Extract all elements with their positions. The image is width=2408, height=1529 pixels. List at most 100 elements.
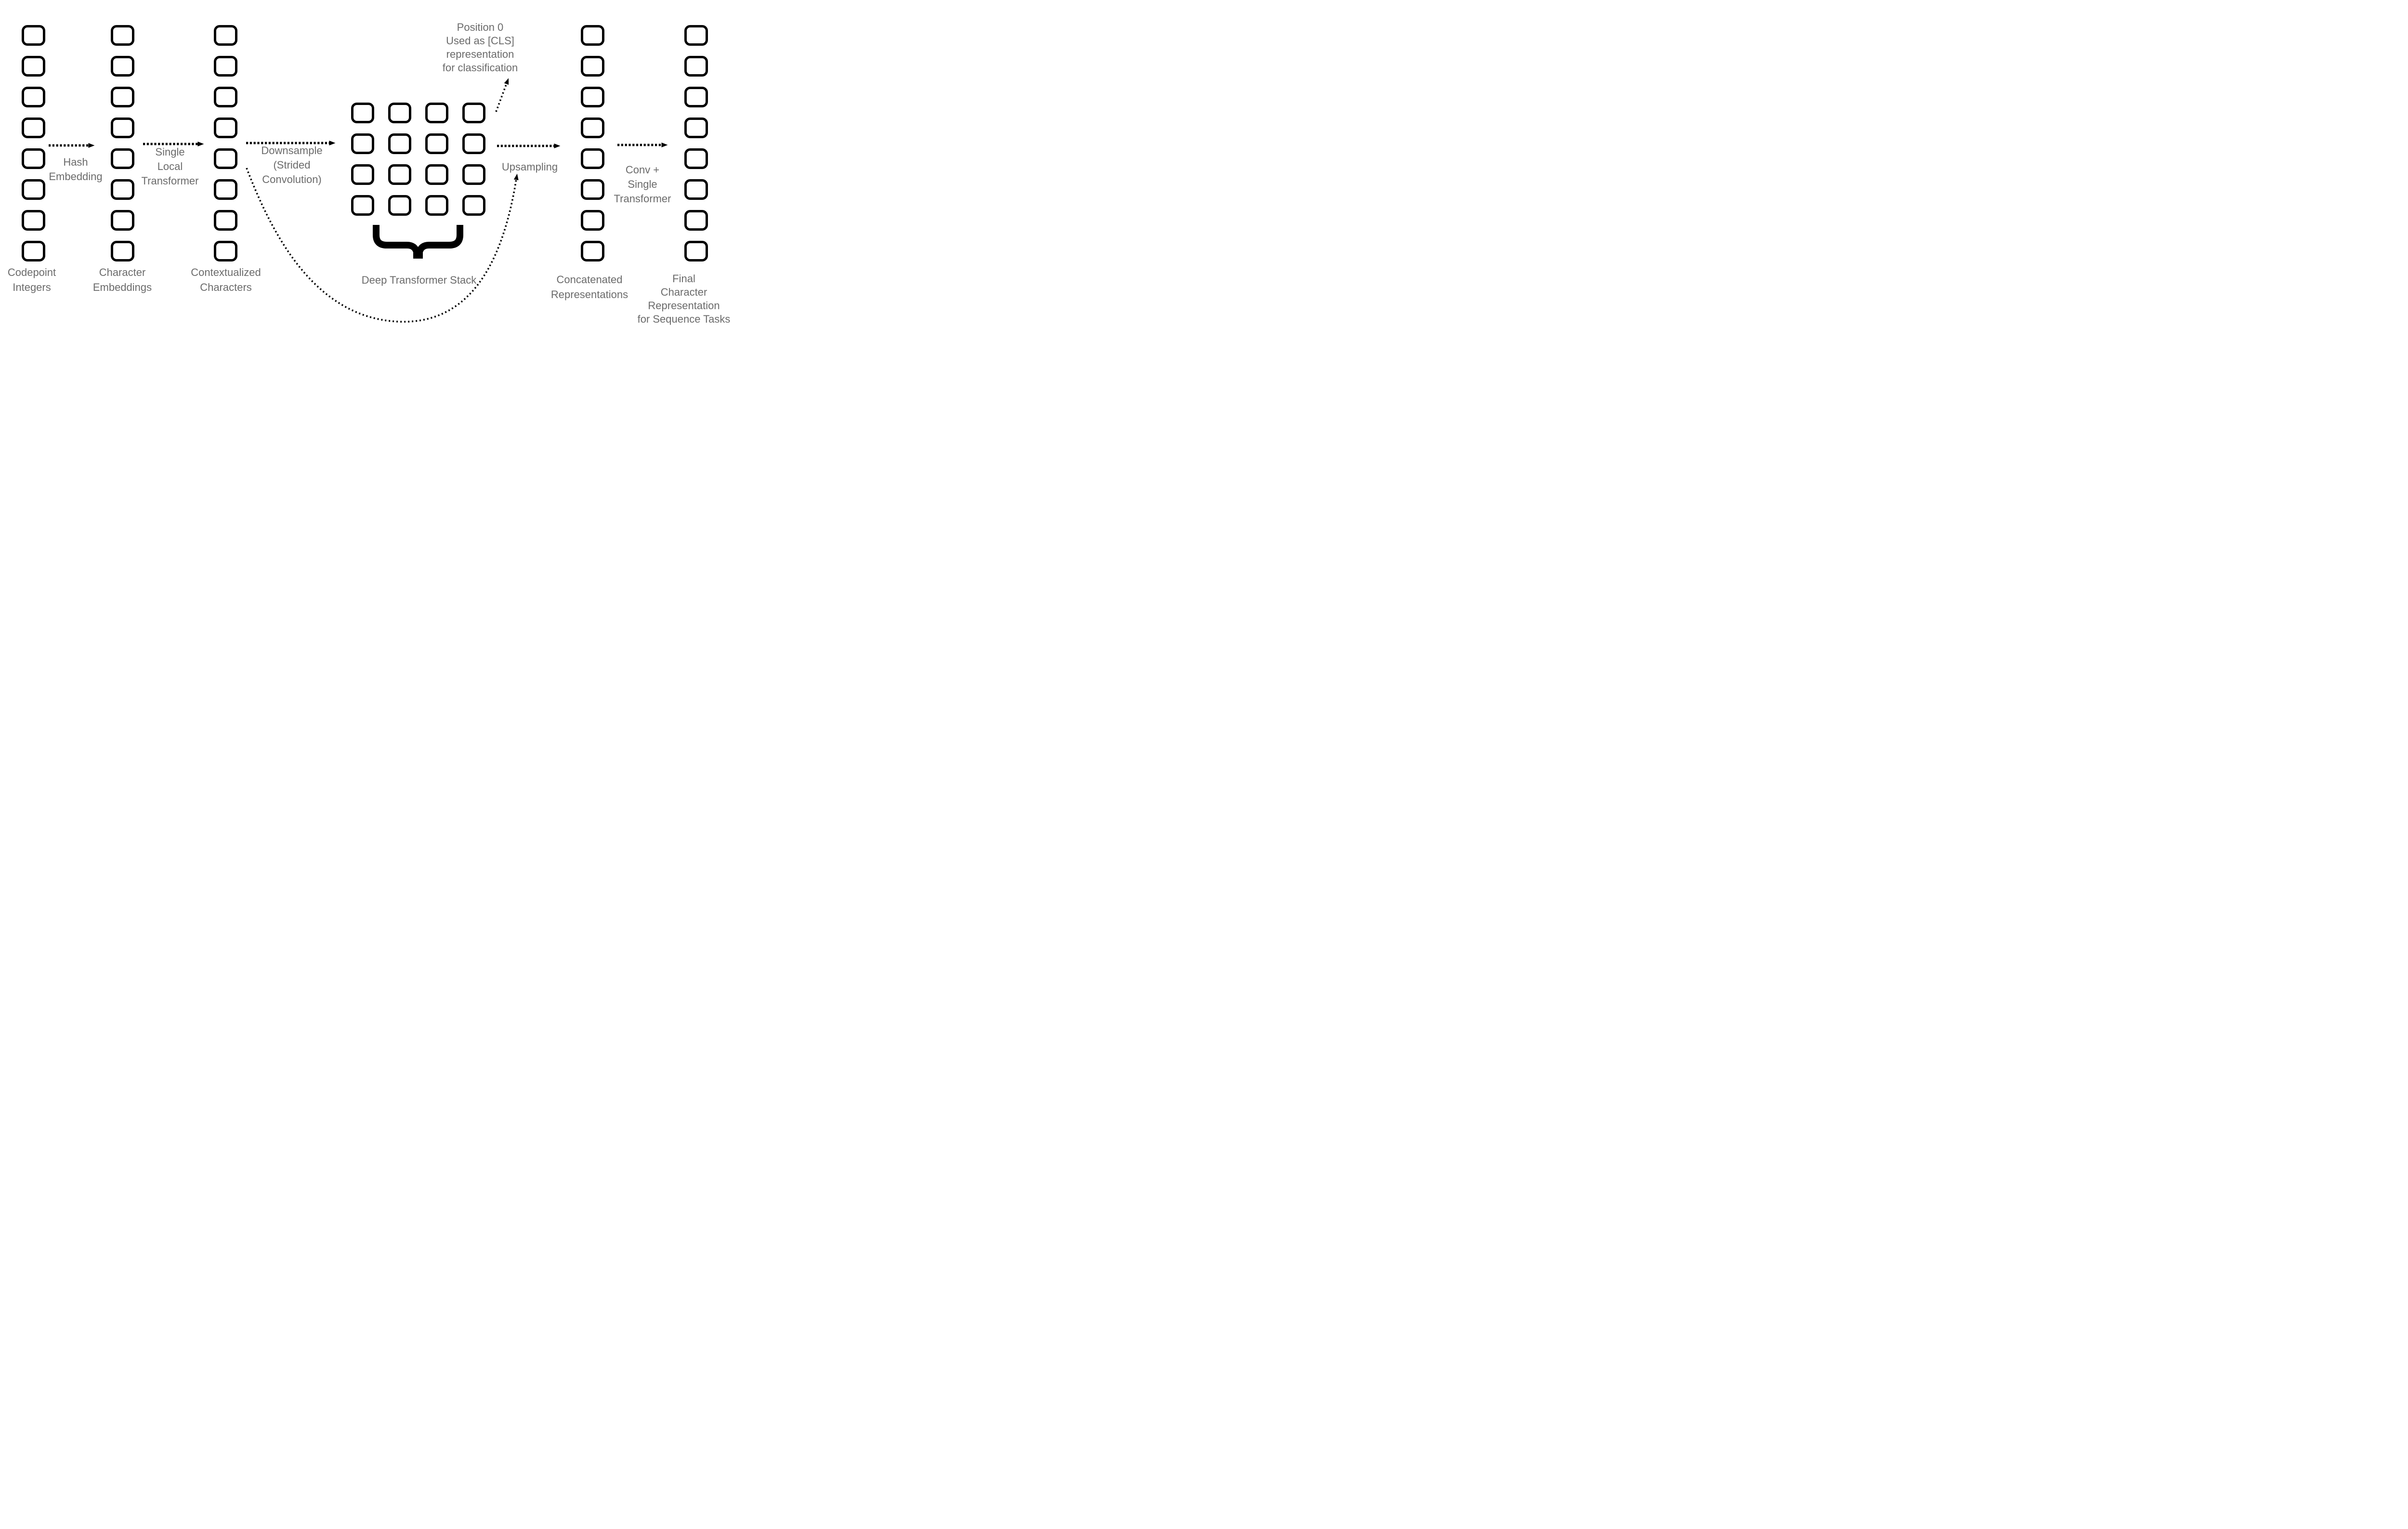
label-line: Character <box>99 266 146 278</box>
representation-box <box>684 87 708 107</box>
column-final-character-representation <box>684 25 708 261</box>
label-line: Hash <box>63 156 88 168</box>
column-codepoint-integers <box>22 25 45 261</box>
representation-box <box>351 103 374 123</box>
representation-box <box>214 210 237 231</box>
representation-box <box>22 179 45 200</box>
label-line: Transformer <box>141 175 199 187</box>
label-line: Characters <box>200 281 252 293</box>
label-line: Upsampling <box>501 161 558 173</box>
representation-box <box>111 118 134 138</box>
column-concatenated-representations <box>581 25 604 261</box>
representation-box <box>684 25 708 46</box>
label-line: Integers <box>13 281 51 293</box>
representation-box <box>388 103 411 123</box>
representation-box <box>462 195 485 216</box>
representation-box <box>462 133 485 154</box>
representation-box <box>214 241 237 261</box>
label-line: for classification <box>442 62 518 74</box>
label-line: Concatenated <box>556 274 623 286</box>
representation-box <box>425 164 448 185</box>
representation-box <box>22 210 45 231</box>
label-line: Downsample <box>261 144 323 157</box>
representation-box <box>214 56 237 77</box>
representation-box <box>425 195 448 216</box>
representation-box <box>111 241 134 261</box>
representation-box <box>581 241 604 261</box>
upsampling-label: Upsampling <box>502 160 558 174</box>
representation-box <box>111 148 134 169</box>
label-line: Local <box>157 160 183 172</box>
representation-box <box>684 210 708 231</box>
representation-box <box>684 56 708 77</box>
label-line: Convolution) <box>262 173 322 185</box>
representation-box <box>684 179 708 200</box>
representation-box <box>22 241 45 261</box>
representation-box <box>581 87 604 107</box>
label-line: Final <box>672 273 695 285</box>
label-line: Single <box>628 178 657 190</box>
label-line: Contextualized <box>191 266 261 278</box>
representation-box <box>684 118 708 138</box>
representation-box <box>22 87 45 107</box>
representation-box <box>22 148 45 169</box>
label-line: Single <box>155 146 185 158</box>
label-line: Conv + <box>625 164 660 176</box>
representation-box <box>214 87 237 107</box>
representation-box <box>351 133 374 154</box>
canine-architecture-diagram: Position 0 Used as [CLS]representation for… <box>0 0 737 340</box>
label-line: for Sequence Tasks <box>637 313 731 325</box>
label-line: Character <box>660 286 707 298</box>
label-line: Representations <box>550 288 628 301</box>
label-line: Representation <box>648 300 720 312</box>
representation-box <box>684 148 708 169</box>
representation-box <box>581 118 604 138</box>
label-line: Position 0 <box>457 21 504 33</box>
representation-box <box>214 179 237 200</box>
representation-box <box>22 118 45 138</box>
representation-box <box>351 164 374 185</box>
label-line: Used as [CLS] <box>446 35 514 47</box>
deep-transformer-stack-label: Deep Transformer Stack <box>361 274 477 286</box>
representation-box <box>581 56 604 77</box>
representation-box <box>581 179 604 200</box>
cls-note: Position 0 Used as [CLS]representation for… <box>443 21 518 75</box>
representation-box <box>22 25 45 46</box>
representation-box <box>111 179 134 200</box>
representation-box <box>214 25 237 46</box>
representation-box <box>111 210 134 231</box>
representation-box <box>111 25 134 46</box>
representation-box <box>111 87 134 107</box>
representation-box <box>214 118 237 138</box>
label-line: Embedding <box>49 170 103 183</box>
representation-box <box>388 195 411 216</box>
representation-box <box>581 25 604 46</box>
representation-box <box>388 133 411 154</box>
representation-box <box>425 103 448 123</box>
cls-position0-arrow <box>495 78 509 112</box>
label-line: Embeddings <box>92 281 152 293</box>
label-line: Codepoint <box>7 266 56 278</box>
representation-box <box>425 133 448 154</box>
representation-box <box>684 241 708 261</box>
representation-box <box>214 148 237 169</box>
representation-box <box>111 56 134 77</box>
representation-box <box>462 103 485 123</box>
label-line: (Strided <box>273 159 311 171</box>
deep-transformer-brace <box>373 225 463 259</box>
representation-box <box>581 148 604 169</box>
label-line: representation <box>446 48 514 60</box>
representation-box <box>581 210 604 231</box>
label-line: Transformer <box>614 193 671 205</box>
representation-box <box>388 164 411 185</box>
representation-box <box>462 164 485 185</box>
